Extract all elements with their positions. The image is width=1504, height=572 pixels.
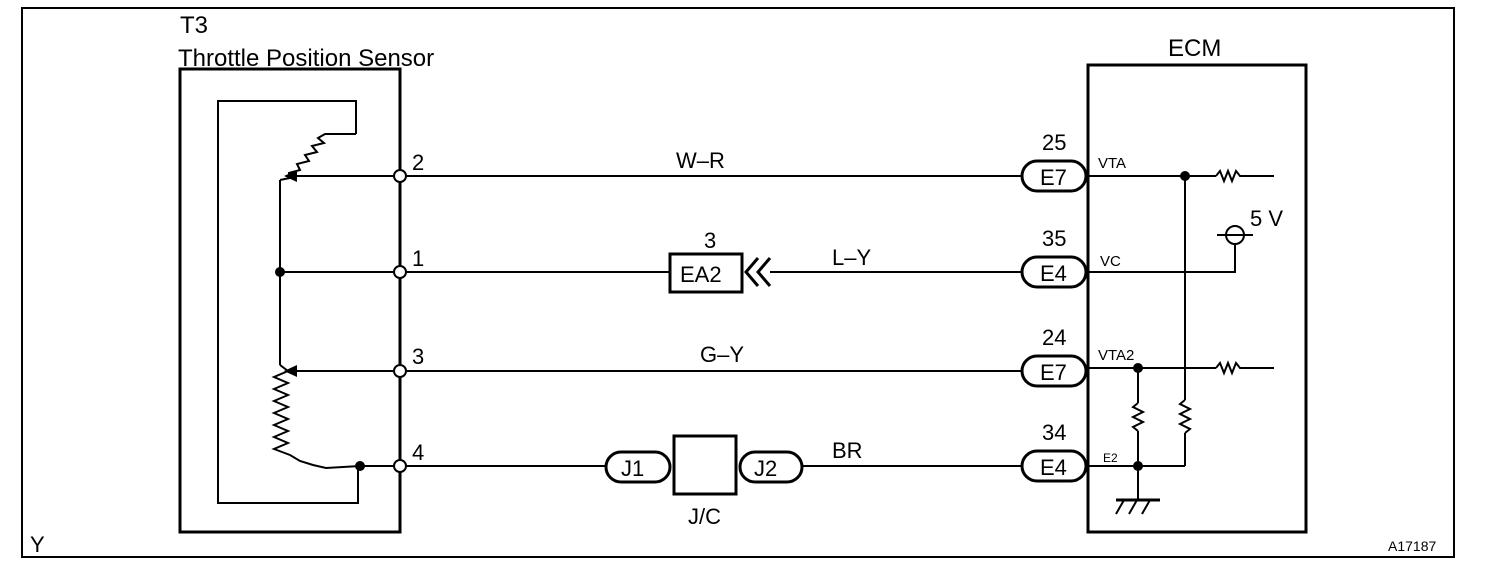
ecm-vta2-pull-resistor — [1130, 402, 1146, 432]
ecm-pin-35: 35 — [1042, 226, 1066, 251]
ecm-connector-vta-code: E7 — [1040, 165, 1067, 190]
inline-connector-code: EA2 — [680, 262, 722, 287]
ecm-signal-vc: VC — [1100, 253, 1121, 270]
ecm-pin-24: 24 — [1042, 325, 1066, 350]
wire-color-vta: W–R — [676, 148, 725, 173]
ecm-pin-25: 25 — [1042, 130, 1066, 155]
terminal-pin-4 — [393, 459, 407, 473]
junction-j2-label: J2 — [754, 456, 777, 481]
inline-connector — [668, 252, 744, 294]
junction-j1-label: J1 — [621, 456, 644, 481]
sensor-housing — [178, 67, 402, 534]
ecm-vta2-input-resistor — [1215, 360, 1274, 376]
ground-icon — [1115, 498, 1160, 515]
sensor-pin-3: 3 — [412, 344, 424, 369]
sensor-pin-4: 4 — [412, 440, 424, 465]
wire-color-e2: BR — [832, 438, 863, 463]
ecm-vta-pull-resistor — [1177, 399, 1193, 434]
ecm-signal-vta2: VTA2 — [1098, 347, 1134, 364]
ecm-connector-vta2-code: E7 — [1040, 360, 1067, 385]
ecm-box — [1086, 63, 1308, 534]
ecm-connector-vc-code: E4 — [1040, 261, 1067, 286]
diagram-frame — [21, 7, 1455, 558]
wiper-vta2-arrow — [284, 365, 297, 377]
terminal-pin-3 — [393, 364, 407, 378]
ecm-5v-label: 5 V — [1250, 206, 1283, 231]
ecm-signal-e2: E2 — [1103, 451, 1118, 465]
terminal-pin-1 — [393, 265, 407, 279]
wire-color-vc: L–Y — [832, 245, 871, 270]
terminal-pin-2 — [393, 169, 407, 183]
sensor-pin-1: 1 — [412, 246, 424, 271]
junction-box — [672, 434, 738, 496]
footer-left-code: Y — [30, 532, 45, 557]
ecm-connector-e2-code: E4 — [1040, 455, 1067, 480]
ecm-vta-input-resistor — [1215, 168, 1274, 184]
ecm-connector-vta2 — [1020, 354, 1088, 388]
footer-figure-id: A17187 — [1388, 538, 1436, 554]
ecm-vc-line — [1086, 245, 1236, 273]
sensor-inner-rail — [217, 100, 359, 504]
junction-j2 — [738, 450, 804, 484]
inline-connector-pin: 3 — [704, 228, 716, 253]
inline-connector-chevron-2 — [756, 257, 772, 287]
junction-j1 — [604, 450, 672, 484]
node-sensor-vc — [275, 267, 285, 277]
sensor-pin-2: 2 — [412, 150, 424, 175]
junction-label: J/C — [688, 504, 721, 529]
node-sensor-ground — [355, 461, 365, 471]
wiper-vta-arrow — [284, 170, 297, 182]
wire-color-vta2: G–Y — [700, 342, 744, 367]
sensor-upper-resistor — [279, 133, 356, 272]
inline-connector-chevron-1 — [744, 257, 760, 287]
ecm-pin-34: 34 — [1042, 420, 1066, 445]
ecm-signal-vta: VTA — [1098, 155, 1126, 172]
sensor-code: T3 — [180, 12, 208, 39]
ecm-title: ECM — [1168, 35, 1221, 62]
